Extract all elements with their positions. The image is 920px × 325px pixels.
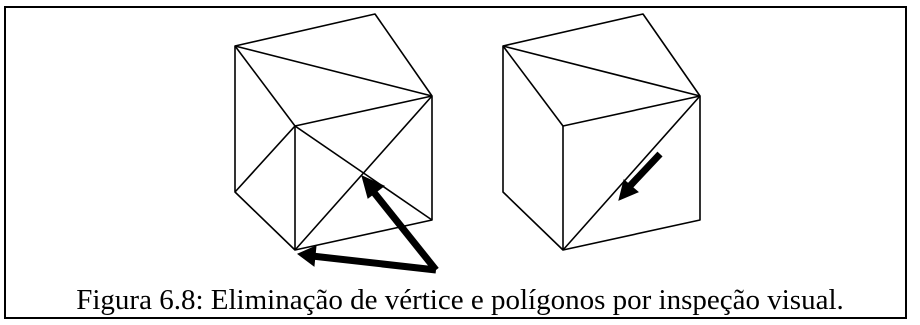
right-arrow — [618, 151, 663, 201]
right-cube-outline — [502, 13, 701, 251]
right-cube-top-diagonal — [502, 45, 701, 97]
left-cube-top-right-edge — [294, 95, 433, 127]
right-cube-top-left-edge — [502, 45, 564, 127]
figure-frame — [4, 6, 907, 319]
right-cube-right-diagonal — [562, 95, 701, 251]
arrow-to-interior-vertex-shaft — [369, 187, 439, 273]
left-cube-left-diagonal — [234, 125, 296, 193]
figure-caption: Figura 6.8: Eliminação de vértice e polí… — [76, 284, 844, 316]
left-cube-top-left-edge — [234, 45, 296, 127]
right-cube-wireframe — [502, 13, 701, 251]
left-arrows — [297, 175, 439, 274]
left-cube-wireframe — [234, 13, 433, 251]
right-cube-top-right-edge — [562, 95, 701, 127]
right-arrow-head — [618, 179, 639, 201]
arrow-to-bottom-vertex-shaft — [311, 252, 437, 274]
right-arrow-shaft — [625, 151, 663, 191]
left-cube-top-diagonal — [234, 45, 433, 97]
arrow-to-bottom-vertex-head — [297, 245, 317, 267]
arrow-to-interior-vertex-head — [361, 175, 385, 199]
left-cube-right-diag-b — [294, 95, 433, 251]
left-cube-outline — [234, 13, 433, 251]
